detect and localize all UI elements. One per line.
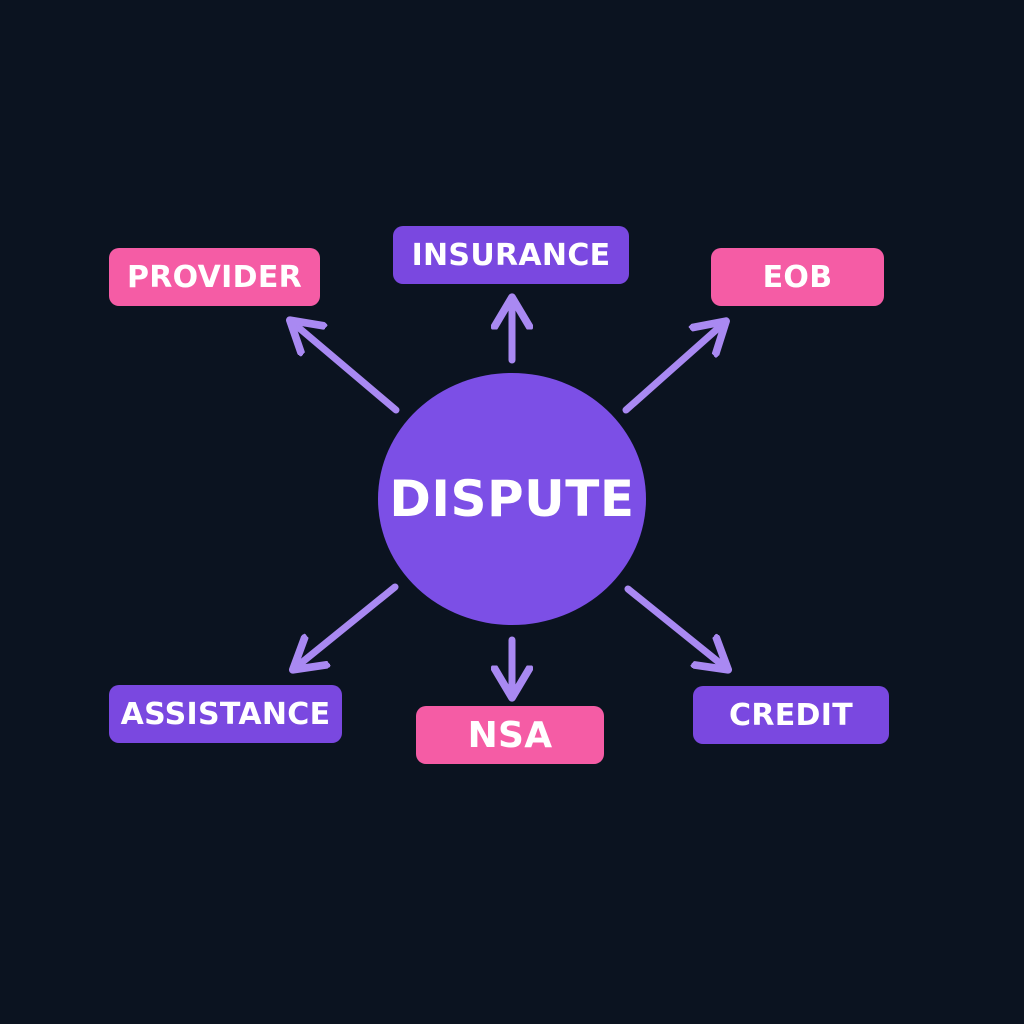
node-credit: CREDIT (693, 686, 889, 744)
node-label-insurance: INSURANCE (411, 237, 611, 273)
center-node-dispute: DISPUTE (378, 373, 646, 625)
node-nsa: NSA (416, 706, 604, 764)
node-provider: PROVIDER (109, 248, 320, 306)
arrow-to-provider (292, 322, 400, 414)
node-assistance: ASSISTANCE (109, 685, 342, 743)
node-label-eob: EOB (762, 259, 833, 295)
node-label-assistance: ASSISTANCE (120, 696, 331, 732)
node-label-credit: CREDIT (729, 697, 853, 733)
node-eob: EOB (711, 248, 884, 306)
arrow-to-eob (622, 323, 724, 414)
node-label-provider: PROVIDER (126, 259, 303, 295)
node-insurance: INSURANCE (393, 226, 629, 284)
arrow-to-credit (624, 585, 726, 668)
arrow-to-assistance (295, 583, 399, 668)
node-label-nsa: NSA (467, 714, 553, 756)
center-node-label: DISPUTE (389, 470, 635, 528)
